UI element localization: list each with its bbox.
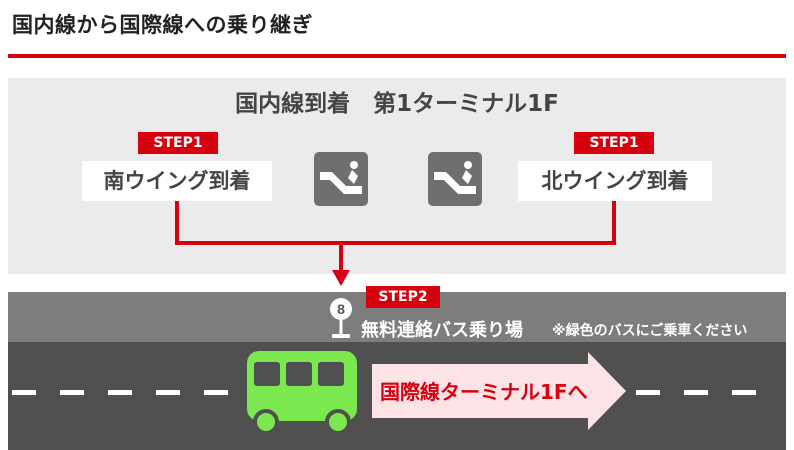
bus-stop-name: 無料連絡バス乗り場 [361, 320, 523, 341]
page-title: 国内線から国際線への乗り継ぎ [12, 13, 313, 37]
step1-badge-north: STEP1 [574, 132, 654, 154]
arrival-zone-title: 国内線到着 第1ターミナル1F [235, 91, 559, 117]
step2-badge: STEP2 [366, 286, 440, 308]
destination-label: 国際線ターミナル1Fへ [380, 380, 588, 404]
bus-stop-number: 8 [337, 301, 345, 317]
lane-markings [12, 390, 756, 395]
north-wing-box: 北ウイング到着 [518, 161, 712, 201]
route-connector [175, 201, 616, 286]
escalator-icon [428, 152, 482, 206]
south-wing-box: 南ウイング到着 [82, 161, 272, 201]
destination-arrow [372, 352, 626, 430]
step1-badge-south: STEP1 [138, 132, 218, 154]
route-arrow-head [332, 270, 350, 286]
bus-stop-icon: 8 [324, 296, 358, 346]
bus-icon [247, 351, 357, 435]
bus-stop-note: ※緑色のバスにご乗車ください [552, 323, 748, 339]
escalator-icon [314, 152, 368, 206]
title-rule [8, 54, 786, 58]
